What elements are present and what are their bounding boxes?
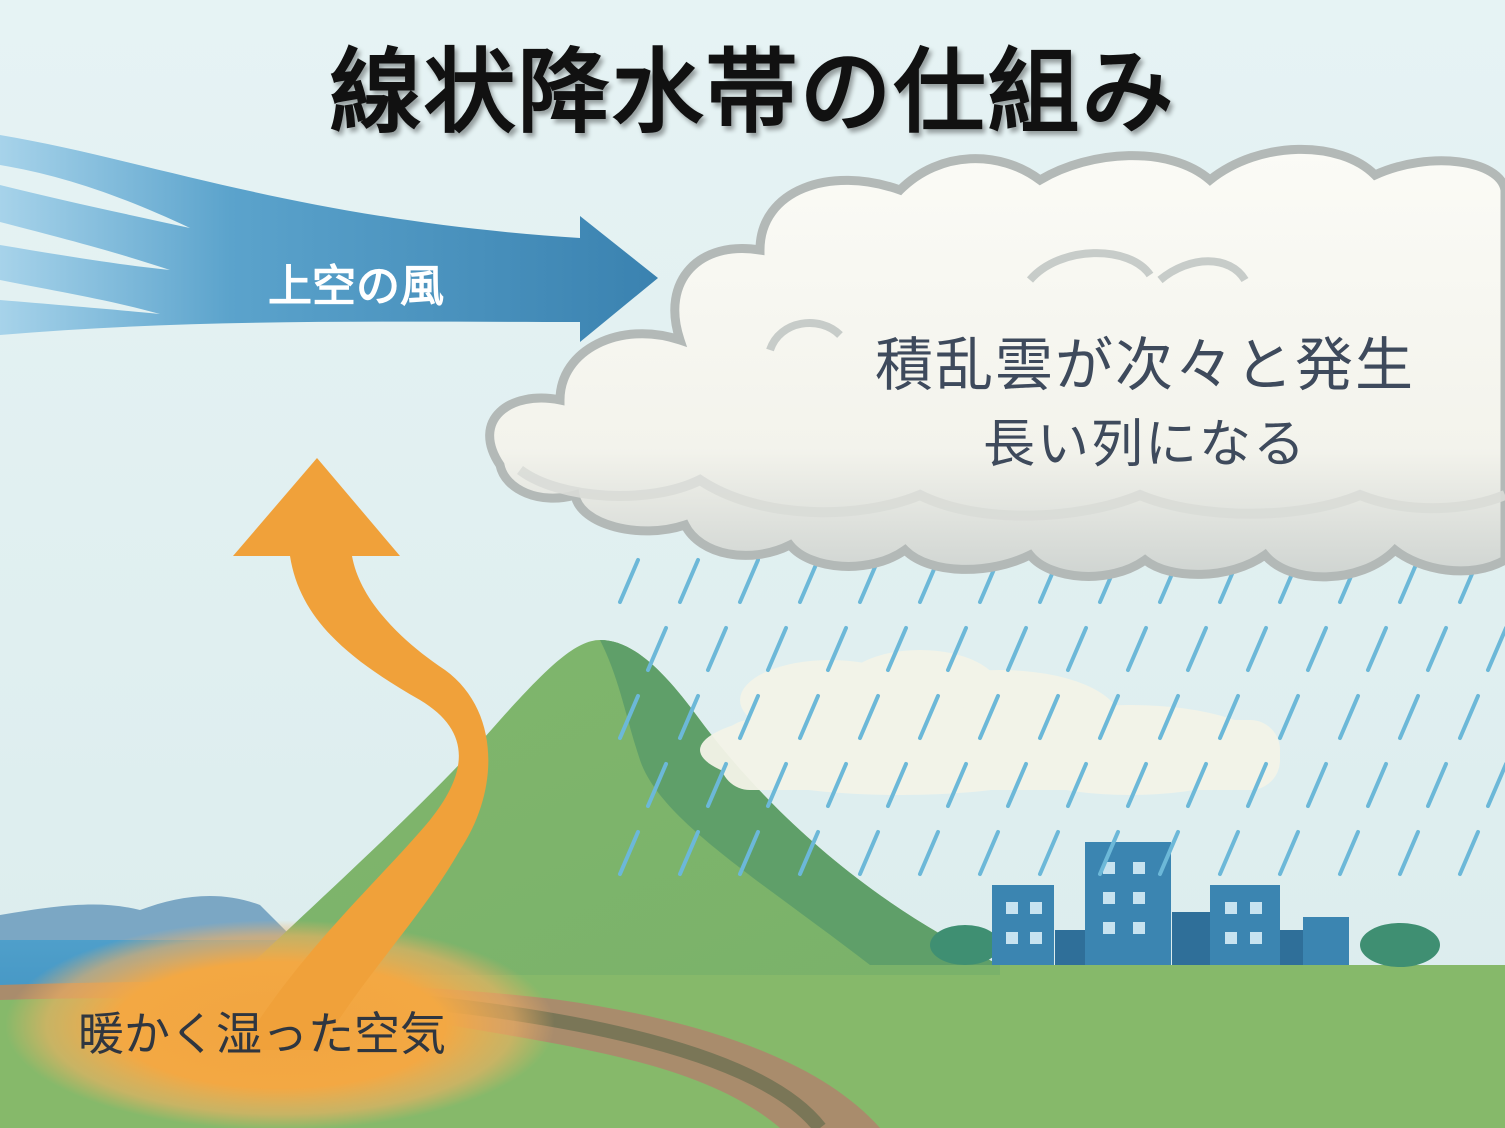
rain-drop — [618, 558, 640, 604]
rain-drop — [766, 626, 788, 672]
rain-drop — [706, 626, 728, 672]
rain-drop — [946, 762, 968, 808]
rain-drop — [1126, 762, 1148, 808]
rain-drop — [1158, 830, 1180, 876]
rain-drop — [858, 830, 880, 876]
rain-drop — [706, 762, 728, 808]
cloud-shading — [517, 465, 1505, 521]
rain-drop — [1278, 694, 1300, 740]
rain-drop — [1066, 626, 1088, 672]
rain-drop — [646, 762, 668, 808]
rain-drop — [646, 626, 668, 672]
rain-drop — [1338, 694, 1360, 740]
page-title: 線状降水帯の仕組み — [329, 39, 1176, 146]
cloud-label-line2: 長い列になる — [982, 415, 1307, 475]
mountain-shadow — [600, 640, 1000, 965]
rain-drop — [798, 830, 820, 876]
rain-drop — [1458, 694, 1480, 740]
warm-air-arrow — [233, 458, 489, 1050]
warm-air-label: 暖かく湿った空気 — [78, 1007, 446, 1061]
rain-drop — [1158, 694, 1180, 740]
background-cloud — [700, 650, 1280, 795]
rain-drop — [798, 558, 820, 604]
cloud-body — [485, 144, 1505, 582]
rain-drop — [1246, 762, 1268, 808]
rain-drop — [886, 762, 908, 808]
rain-drop — [738, 558, 760, 604]
rain-drop — [1098, 830, 1120, 876]
cloud-detail — [766, 319, 843, 352]
rain-drop — [978, 694, 1000, 740]
rain-drop — [1246, 626, 1268, 672]
rain-drop — [1426, 626, 1448, 672]
rain-drop — [826, 626, 848, 672]
rain-drop — [1126, 626, 1148, 672]
rain-drop — [1006, 626, 1028, 672]
rain-drop — [1278, 830, 1300, 876]
rain-drop — [918, 694, 940, 740]
rain-drop — [1306, 762, 1328, 808]
rain-drop — [1186, 762, 1208, 808]
rain-drop — [858, 694, 880, 740]
rain-drop — [1006, 762, 1028, 808]
rain-drop — [618, 694, 640, 740]
rain-drop — [678, 694, 700, 740]
cloud-label-line1: 積乱雲が次々と発生 — [874, 331, 1415, 399]
rain-drop — [1066, 762, 1088, 808]
rain-drop — [1218, 694, 1240, 740]
rain-drop — [1486, 626, 1505, 672]
rain-drop — [1398, 558, 1420, 604]
rain-drop — [918, 830, 940, 876]
rain-drop — [1398, 830, 1420, 876]
rain-drop — [1458, 830, 1480, 876]
upper-wind-label: 上空の風 — [268, 261, 444, 312]
upper-wind-arrow — [0, 135, 658, 342]
rain-drop — [1366, 626, 1388, 672]
rain-drop — [1218, 830, 1240, 876]
rain-drop — [738, 694, 760, 740]
rain-drop — [618, 830, 640, 876]
rain-drop — [1038, 694, 1060, 740]
rain-drop — [946, 626, 968, 672]
rain-drop — [738, 830, 760, 876]
rain-drop — [678, 830, 700, 876]
rain-drop — [1486, 762, 1505, 808]
rain-drop — [798, 694, 820, 740]
rain-drop — [1186, 626, 1208, 672]
cloud-detail — [1026, 249, 1154, 283]
rain-drop — [1366, 762, 1388, 808]
cumulonimbus-cloud — [485, 144, 1505, 582]
rain-drop — [1398, 694, 1420, 740]
rain-drop — [978, 830, 1000, 876]
rain-drop — [1306, 626, 1328, 672]
rain-drop — [886, 626, 908, 672]
city-buildings — [930, 842, 1440, 967]
rain-drop — [1038, 830, 1060, 876]
rain-drop — [678, 558, 700, 604]
rain-drop — [826, 762, 848, 808]
rain-drop — [1338, 830, 1360, 876]
rain-drop — [1098, 694, 1120, 740]
rain-drop — [766, 762, 788, 808]
cloud-detail — [1157, 257, 1249, 284]
rain — [618, 558, 1505, 876]
rain-drop — [1426, 762, 1448, 808]
